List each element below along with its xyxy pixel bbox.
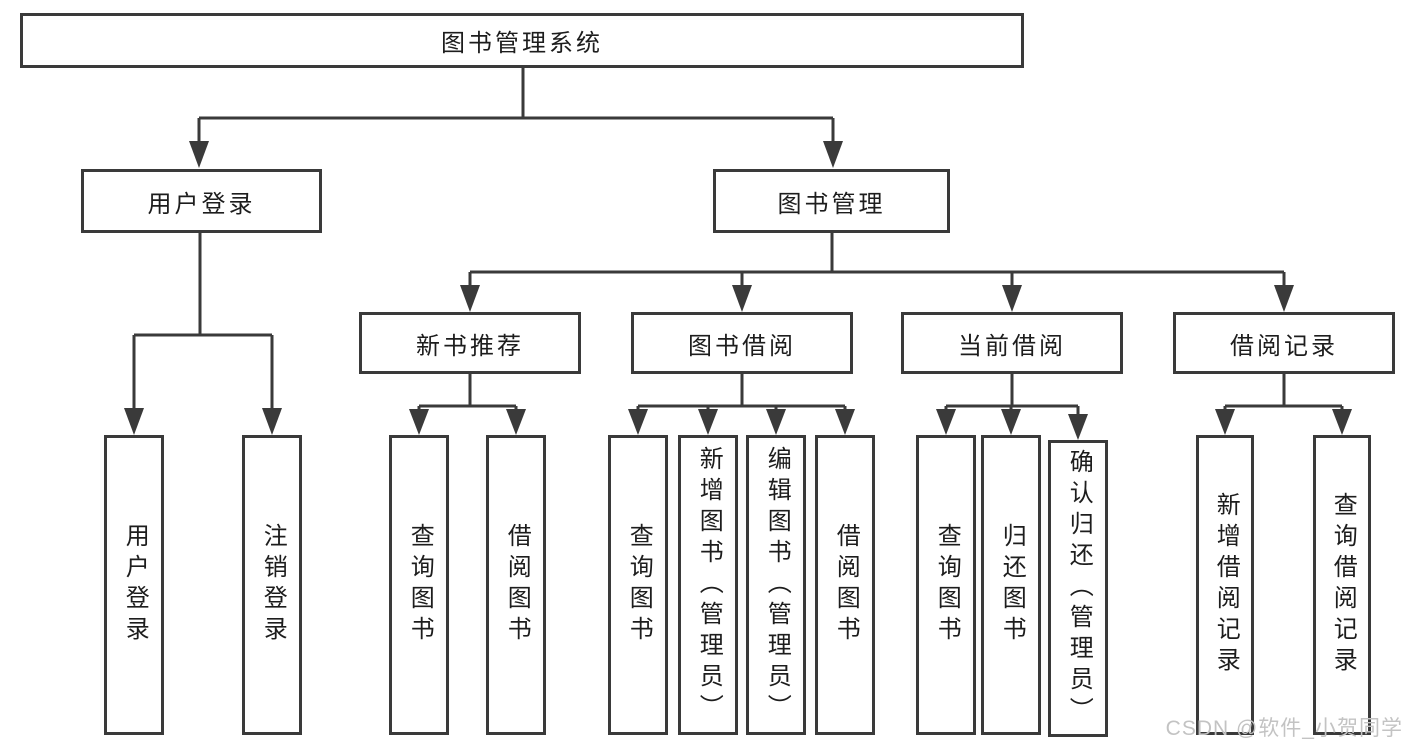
watermark-csdn: CSDN @软件_小贺同学 (1165, 717, 1403, 740)
leaf-label: 借阅图书 (503, 523, 531, 647)
leaf-bb-query-books: 查询图书 (608, 435, 668, 735)
leaf-label: 查询图书 (625, 523, 653, 647)
node-new-book-recommend: 新书推荐 (359, 312, 581, 374)
node-user-login: 用户登录 (81, 169, 322, 233)
leaf-label: 查询图书 (933, 523, 961, 647)
leaf-label: 用户登录 (121, 523, 149, 647)
leaf-label: 查询图书 (406, 523, 434, 647)
leaf-label: 注销登录 (259, 523, 287, 647)
leaf-cb-confirm-return-admin: 确认归还（管理员） (1048, 440, 1108, 737)
leaf-br-query-record: 查询借阅记录 (1313, 435, 1371, 735)
leaf-label: 新增借阅记录 (1212, 492, 1240, 678)
leaf-label: 借阅图书 (832, 523, 860, 647)
leaf-user-login: 用户登录 (104, 435, 164, 735)
leaf-label: 确认归还（管理员） (1065, 449, 1093, 728)
leaf-nb-borrow-books: 借阅图书 (486, 435, 546, 735)
leaf-label: 新增图书（管理员） (695, 445, 723, 725)
arrowhead-icons (124, 141, 1352, 440)
node-book-management: 图书管理 (713, 169, 950, 233)
leaf-cb-return-books: 归还图书 (981, 435, 1041, 735)
leaf-cb-query-books: 查询图书 (916, 435, 976, 735)
leaf-bb-borrow-books: 借阅图书 (815, 435, 875, 735)
leaf-label: 归还图书 (998, 523, 1026, 647)
node-book-borrow: 图书借阅 (631, 312, 853, 374)
node-current-borrow: 当前借阅 (901, 312, 1123, 374)
leaf-br-add-record: 新增借阅记录 (1196, 435, 1254, 735)
node-library-management-system: 图书管理系统 (20, 13, 1024, 68)
leaf-label: 查询借阅记录 (1329, 492, 1357, 678)
leaf-logout: 注销登录 (242, 435, 302, 735)
leaf-label: 编辑图书（管理员） (763, 445, 791, 725)
node-borrow-records: 借阅记录 (1173, 312, 1395, 374)
leaf-bb-add-books-admin: 新增图书（管理员） (678, 435, 738, 735)
leaf-nb-query-books: 查询图书 (389, 435, 449, 735)
leaf-bb-edit-books-admin: 编辑图书（管理员） (746, 435, 806, 735)
